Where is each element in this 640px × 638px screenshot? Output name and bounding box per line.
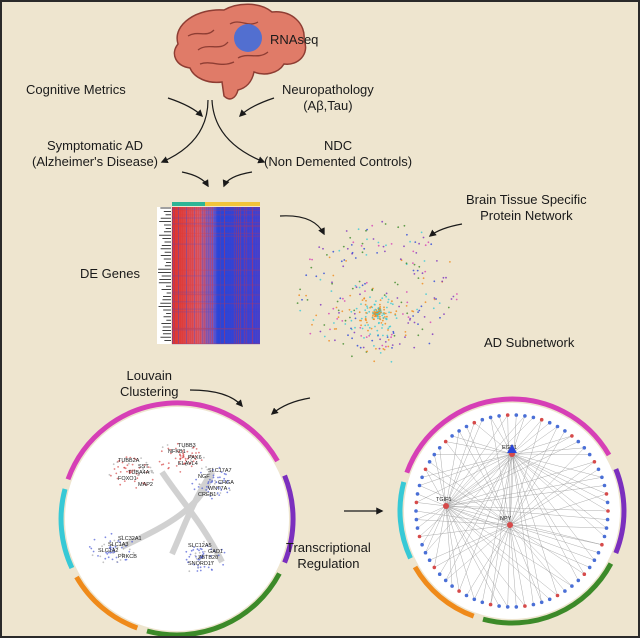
gene-label: SST <box>138 464 149 470</box>
gene-label: ZBTB20 <box>198 555 218 561</box>
gene-label: TGIF1 <box>436 497 452 503</box>
gene-label: TUBB2A <box>118 458 140 464</box>
gene-label: TUBB3 <box>178 443 196 449</box>
gene-label: PRKCB <box>118 554 137 560</box>
hub-triangle-icon <box>507 444 517 453</box>
heatmap-header-ad <box>172 202 205 206</box>
heatmap-header-ndc <box>205 202 260 206</box>
gene-label: SLC1A2 <box>98 548 119 554</box>
gene-label: SLC12A5 <box>188 543 212 549</box>
gene-label: NPY <box>500 516 512 522</box>
gene-label: WNT7A <box>208 486 228 492</box>
heatmap <box>157 202 260 345</box>
gene-label: TUBA4A <box>128 470 150 476</box>
gene-label: NFKB1 <box>168 449 186 455</box>
gene-label: NGF <box>198 474 210 480</box>
label-neuropathology: Neuropathology(Aβ,Tau) <box>282 82 374 113</box>
label-cognitive-metrics: Cognitive Metrics <box>26 82 126 97</box>
gene-label: SNORD17 <box>188 561 214 567</box>
label-ad-subnetwork: AD Subnetwork <box>484 335 575 350</box>
gene-label: SLC32A1 <box>118 536 142 542</box>
gene-label: PAX6 <box>188 455 202 461</box>
gene-label: CREB1 <box>198 492 216 498</box>
label-symptomatic-ad: Symptomatic AD(Alzheimer's Disease) <box>32 138 159 169</box>
gene-label: SLC17A7 <box>208 468 232 474</box>
gene-label: GAD1 <box>208 549 223 555</box>
gene-label: MAP2 <box>138 482 153 488</box>
label-rnaseq: RNAseq <box>270 32 319 47</box>
gene-label: EGR1 <box>502 445 517 451</box>
gene-label: CHGA <box>218 480 234 486</box>
gene-label: ELAVL4 <box>178 461 198 467</box>
label-de-genes: DE Genes <box>80 266 140 281</box>
flow-arrows <box>160 97 463 515</box>
label-ndc: NDC(Non Demented Controls) <box>264 138 413 169</box>
brain-illustration <box>173 3 307 100</box>
gene-label: SLC1A3 <box>108 542 129 548</box>
gene-label: FOXO1 <box>118 476 137 482</box>
ad-subnetwork-scatter <box>296 220 458 363</box>
highlight-region <box>234 24 262 52</box>
